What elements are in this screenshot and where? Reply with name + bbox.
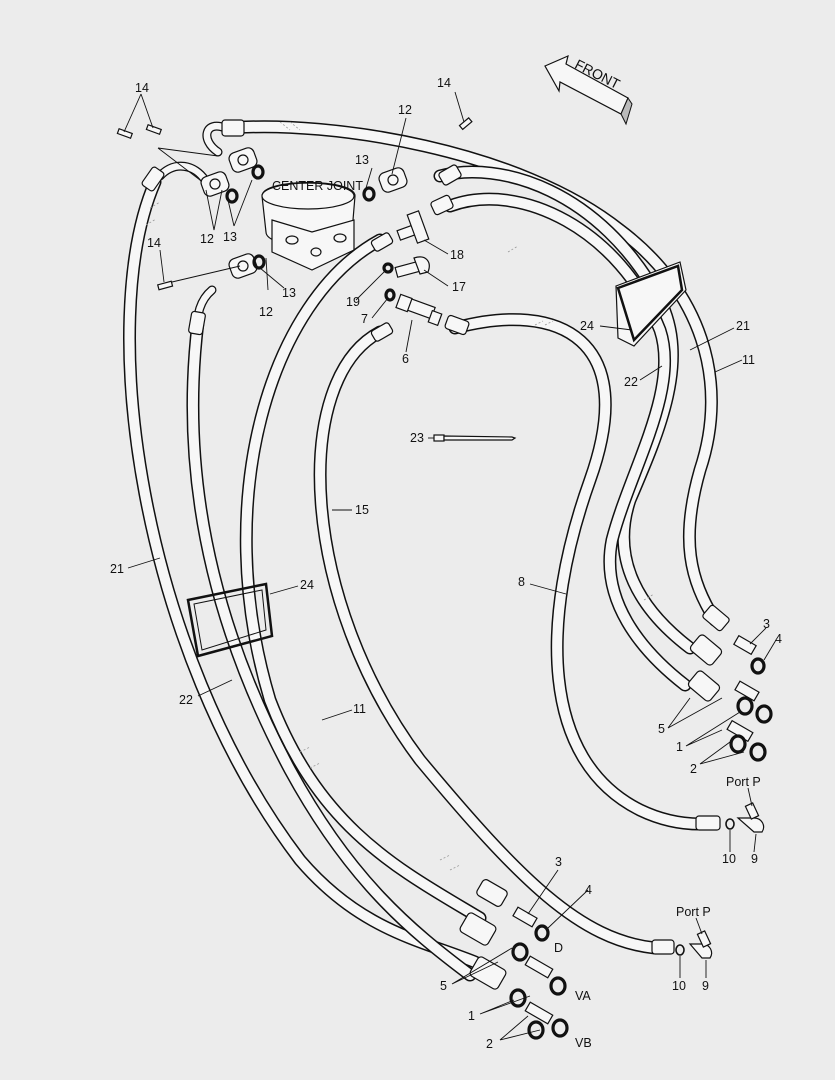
- right-connector-group: [725, 634, 773, 833]
- callout-8: 8: [518, 575, 525, 589]
- callout-5: 5: [658, 722, 665, 736]
- callout-14: 14: [135, 81, 149, 95]
- callout-21: 21: [736, 319, 750, 333]
- callout-10: 10: [672, 979, 686, 993]
- flange-12-a: [228, 147, 258, 173]
- callout-2: 2: [486, 1037, 493, 1051]
- fitting-18: [396, 210, 430, 244]
- callout-17: 17: [452, 280, 466, 294]
- hose-11-right: [443, 192, 692, 692]
- orings-13: [225, 164, 376, 270]
- cable-tie-23: [433, 434, 517, 442]
- center-joint: CENTER JOINT: [261, 179, 363, 271]
- callout-1: 1: [468, 1009, 475, 1023]
- callout-13: 13: [355, 153, 369, 167]
- flange-12-c: [378, 167, 408, 193]
- port-d-label: D: [554, 941, 563, 955]
- port-vb-label: VB: [575, 1036, 592, 1050]
- callout-6: 6: [402, 352, 409, 366]
- callout-11: 11: [742, 353, 755, 367]
- hose-11-left: [239, 233, 487, 925]
- callout-14: 14: [147, 236, 161, 250]
- callout-21: 21: [110, 562, 124, 576]
- callout-labels: 14 14 14 12 12 12 13 13 13 18 17 19 7 6 …: [110, 76, 782, 1051]
- callout-11: 11: [353, 702, 366, 716]
- callout-12: 12: [200, 232, 214, 246]
- callout-10: 10: [722, 852, 736, 866]
- callout-13: 13: [282, 286, 296, 300]
- leader-lines: [123, 91, 777, 1041]
- clamp-24-lower: [186, 582, 274, 658]
- callout-18: 18: [450, 248, 464, 262]
- fitting-17: [394, 256, 430, 278]
- callout-22: 22: [179, 693, 193, 707]
- callout-22: 22: [624, 375, 638, 389]
- callout-24: 24: [300, 578, 314, 592]
- bolts-14: [116, 116, 473, 291]
- callout-3: 3: [555, 855, 562, 869]
- callout-4: 4: [585, 883, 592, 897]
- callout-1: 1: [676, 740, 683, 754]
- orings-19-7: [382, 262, 396, 302]
- callout-4: 4: [775, 632, 782, 646]
- hose-fittings: [141, 119, 730, 990]
- bottom-connector-group: [509, 906, 713, 1040]
- front-arrow: FRONT: [544, 54, 633, 126]
- callout-9: 9: [702, 979, 709, 993]
- callout-19: 19: [346, 295, 360, 309]
- callout-2: 2: [690, 762, 697, 776]
- hose-22-right: [433, 165, 697, 655]
- port-va-label: VA: [575, 989, 591, 1003]
- hose-22-left: [186, 315, 477, 982]
- port-labels: Port P Port P D VA VB: [554, 775, 761, 1050]
- clamp-24-upper: [615, 261, 687, 347]
- fitting-6: [395, 293, 443, 327]
- callout-14: 14: [437, 76, 451, 90]
- flange-12-d: [228, 253, 258, 279]
- callout-9: 9: [751, 852, 758, 866]
- callout-12: 12: [398, 103, 412, 117]
- port-p-bottom-label: Port P: [676, 905, 711, 919]
- port-p-right-label: Port P: [726, 775, 761, 789]
- callout-13: 13: [223, 230, 237, 244]
- callout-5: 5: [440, 979, 447, 993]
- hose-15: [313, 325, 662, 955]
- hose-21: [123, 175, 482, 969]
- callout-24: 24: [580, 319, 594, 333]
- callout-23: 23: [410, 431, 424, 445]
- callout-15: 15: [355, 503, 369, 517]
- center-joint-label: CENTER JOINT: [272, 179, 363, 193]
- callout-3: 3: [763, 617, 770, 631]
- hose-8: [448, 313, 707, 831]
- callout-7: 7: [361, 312, 368, 326]
- callout-12: 12: [259, 305, 273, 319]
